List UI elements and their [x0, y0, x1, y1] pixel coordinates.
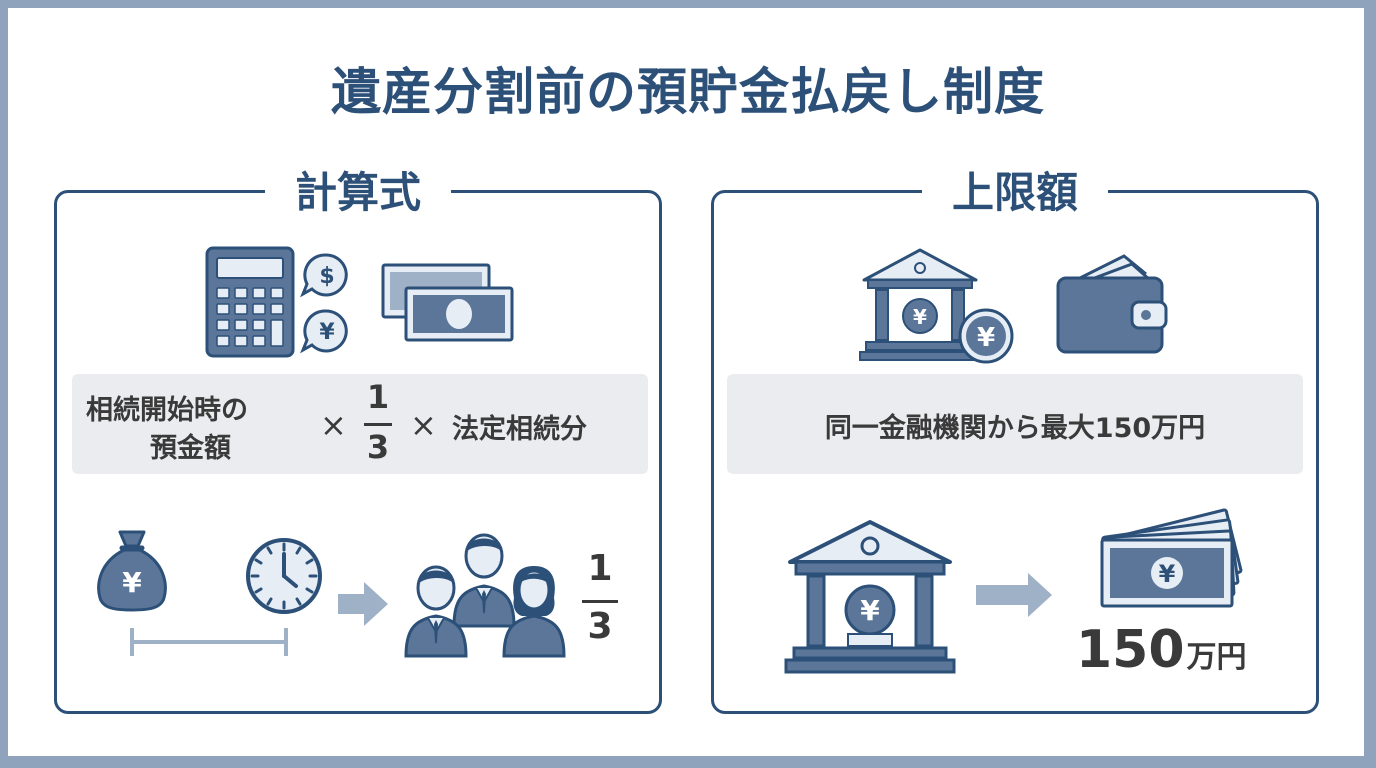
amount-display: 150万円: [1076, 620, 1247, 680]
limit-panel: 上限額: [711, 165, 1319, 714]
heir-man-back: [452, 533, 516, 628]
formula-times-2: ×: [410, 406, 437, 444]
amount-unit: 万円: [1186, 640, 1247, 675]
formula-fraction-denominator: 3: [366, 428, 390, 466]
amount-number: 150: [1076, 620, 1185, 680]
bank-small-yen-sign: ¥: [913, 305, 927, 329]
coin-yen-sign: ¥: [977, 323, 995, 353]
yen-bubble-icon: ¥: [300, 309, 348, 354]
formula-term-deposit-line2: 預金額: [150, 433, 231, 464]
money-bag-icon: ¥: [97, 530, 167, 612]
share-fraction-denominator: 3: [587, 606, 613, 647]
arrow-right-icon-2: [976, 573, 1052, 617]
yen-sign: ¥: [319, 320, 335, 345]
wallet-icon: [1056, 254, 1168, 354]
formula-fraction-bar: [364, 423, 392, 426]
bank-icon: ¥: [784, 520, 956, 674]
arrow-right-icon: [338, 582, 388, 626]
banknote-yen-sign: ¥: [1159, 560, 1176, 588]
bank-with-coin-icon: ¥ ¥: [859, 248, 1014, 364]
formula-fraction-numerator: 1: [366, 378, 390, 416]
banknotes-icon: [381, 263, 514, 342]
limit-text: 同一金融機関から最大150万円: [824, 413, 1206, 444]
dollar-bubble-icon: $: [300, 253, 348, 298]
heir-man-front: [404, 565, 468, 658]
heirs-group-icon: [404, 533, 566, 658]
formula-panel: 計算式: [54, 165, 662, 714]
limit-box: [727, 374, 1303, 474]
timeline-bracket: [130, 628, 288, 656]
share-fraction-bar: [582, 600, 618, 603]
money-bag-yen-sign: ¥: [122, 566, 142, 599]
formula-term-deposit-line1: 相続開始時の: [86, 395, 248, 426]
formula-box: [72, 374, 648, 474]
calculator-icon: [205, 246, 295, 358]
page-title: 遺産分割前の預貯金払戻し制度: [331, 63, 1045, 121]
formula-times-1: ×: [320, 406, 347, 444]
formula-term-legal-share: 法定相続分: [452, 414, 587, 445]
share-fraction-numerator: 1: [587, 548, 613, 589]
dollar-sign: $: [319, 264, 334, 289]
formula-heading: 計算式: [264, 165, 452, 221]
clock-icon: [246, 538, 322, 614]
banknote-stack-icon: ¥: [1100, 508, 1243, 608]
bank-yen-sign: ¥: [860, 594, 880, 627]
limit-heading: 上限額: [921, 165, 1109, 221]
heir-woman: [502, 566, 566, 658]
